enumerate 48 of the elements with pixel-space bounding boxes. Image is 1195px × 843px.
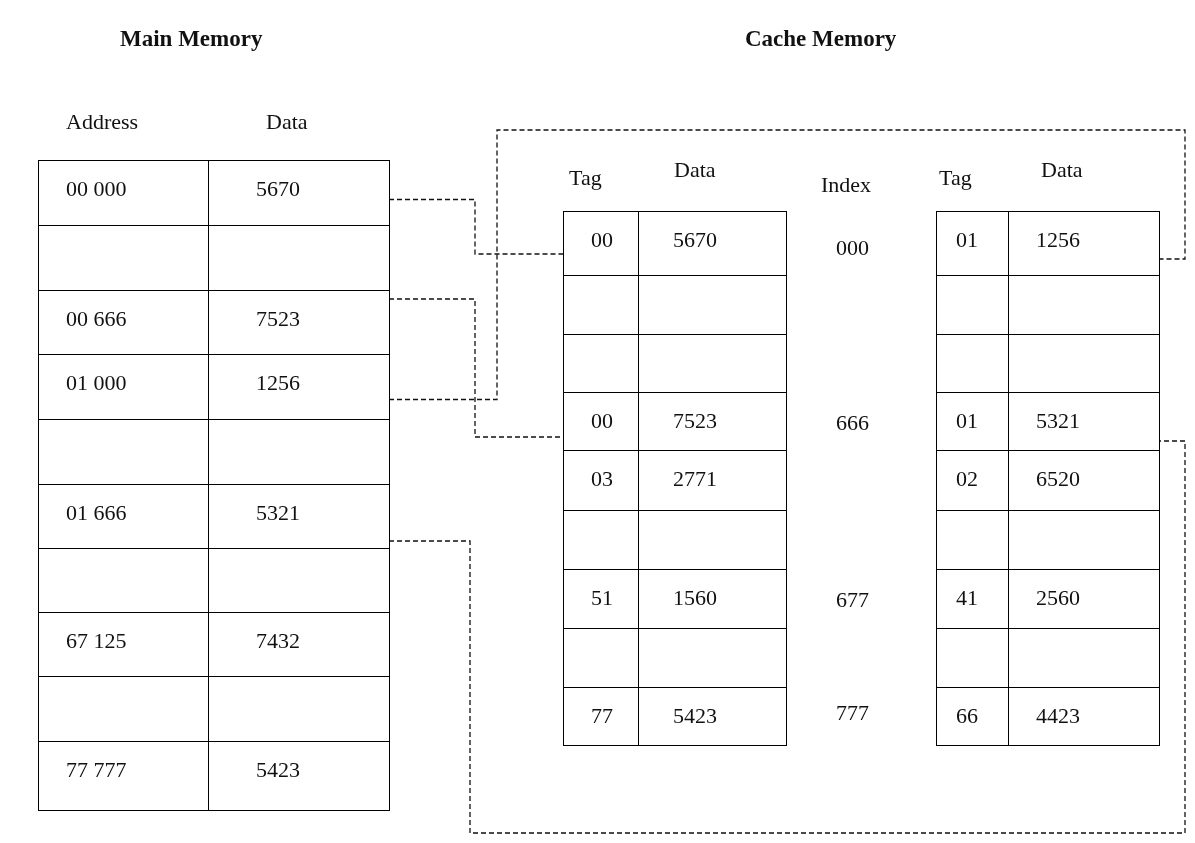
tag-label: 51	[591, 586, 613, 611]
address-label: 67 125	[66, 629, 127, 654]
column-header: Tag	[569, 165, 602, 191]
data-value: 5423	[256, 758, 300, 783]
data-value: 7523	[673, 409, 717, 434]
tag-label: 01	[956, 409, 978, 434]
index-value: 000	[836, 235, 869, 261]
index-value: 677	[836, 587, 869, 613]
tag-label: 02	[956, 467, 978, 492]
column-header: Data	[266, 109, 308, 135]
column-header: Index	[821, 172, 872, 198]
tag-label: 00	[591, 228, 613, 253]
dashed-connector	[388, 440, 1186, 834]
data-value: 5321	[1036, 409, 1080, 434]
dashed-connector	[388, 198, 565, 255]
data-value: 5321	[256, 501, 300, 526]
address-label: 77 777	[66, 758, 127, 783]
tag-label: 00	[591, 409, 613, 434]
address-label: 01 000	[66, 371, 127, 396]
column-header: Data	[1041, 157, 1083, 183]
address-label: 00 666	[66, 307, 127, 332]
section-title: Cache Memory	[745, 26, 897, 52]
column-header: Data	[674, 157, 716, 183]
address-label: 01 666	[66, 501, 127, 526]
data-value: 2560	[1036, 586, 1080, 611]
data-value: 1256	[1036, 228, 1080, 253]
column-header: Address	[66, 109, 139, 135]
data-value: 2771	[673, 467, 717, 492]
column-header: Tag	[939, 165, 972, 191]
data-value: 7523	[256, 307, 300, 332]
data-value: 7432	[256, 629, 300, 654]
index-value: 777	[836, 700, 869, 726]
data-value: 1256	[256, 371, 300, 396]
tag-label: 77	[591, 704, 613, 729]
data-value: 1560	[673, 586, 717, 611]
data-value: 6520	[1036, 467, 1080, 492]
data-value: 5423	[673, 704, 717, 729]
index-value: 666	[836, 410, 869, 436]
data-value: 4423	[1036, 704, 1080, 729]
tag-label: 01	[956, 228, 978, 253]
data-value: 5670	[256, 177, 300, 202]
tag-label: 66	[956, 704, 978, 729]
address-label: 00 000	[66, 177, 127, 202]
tag-label: 03	[591, 467, 613, 492]
data-value: 5670	[673, 228, 717, 253]
dashed-connector	[388, 129, 1186, 401]
section-title: Main Memory	[120, 26, 263, 52]
tag-label: 41	[956, 586, 978, 611]
